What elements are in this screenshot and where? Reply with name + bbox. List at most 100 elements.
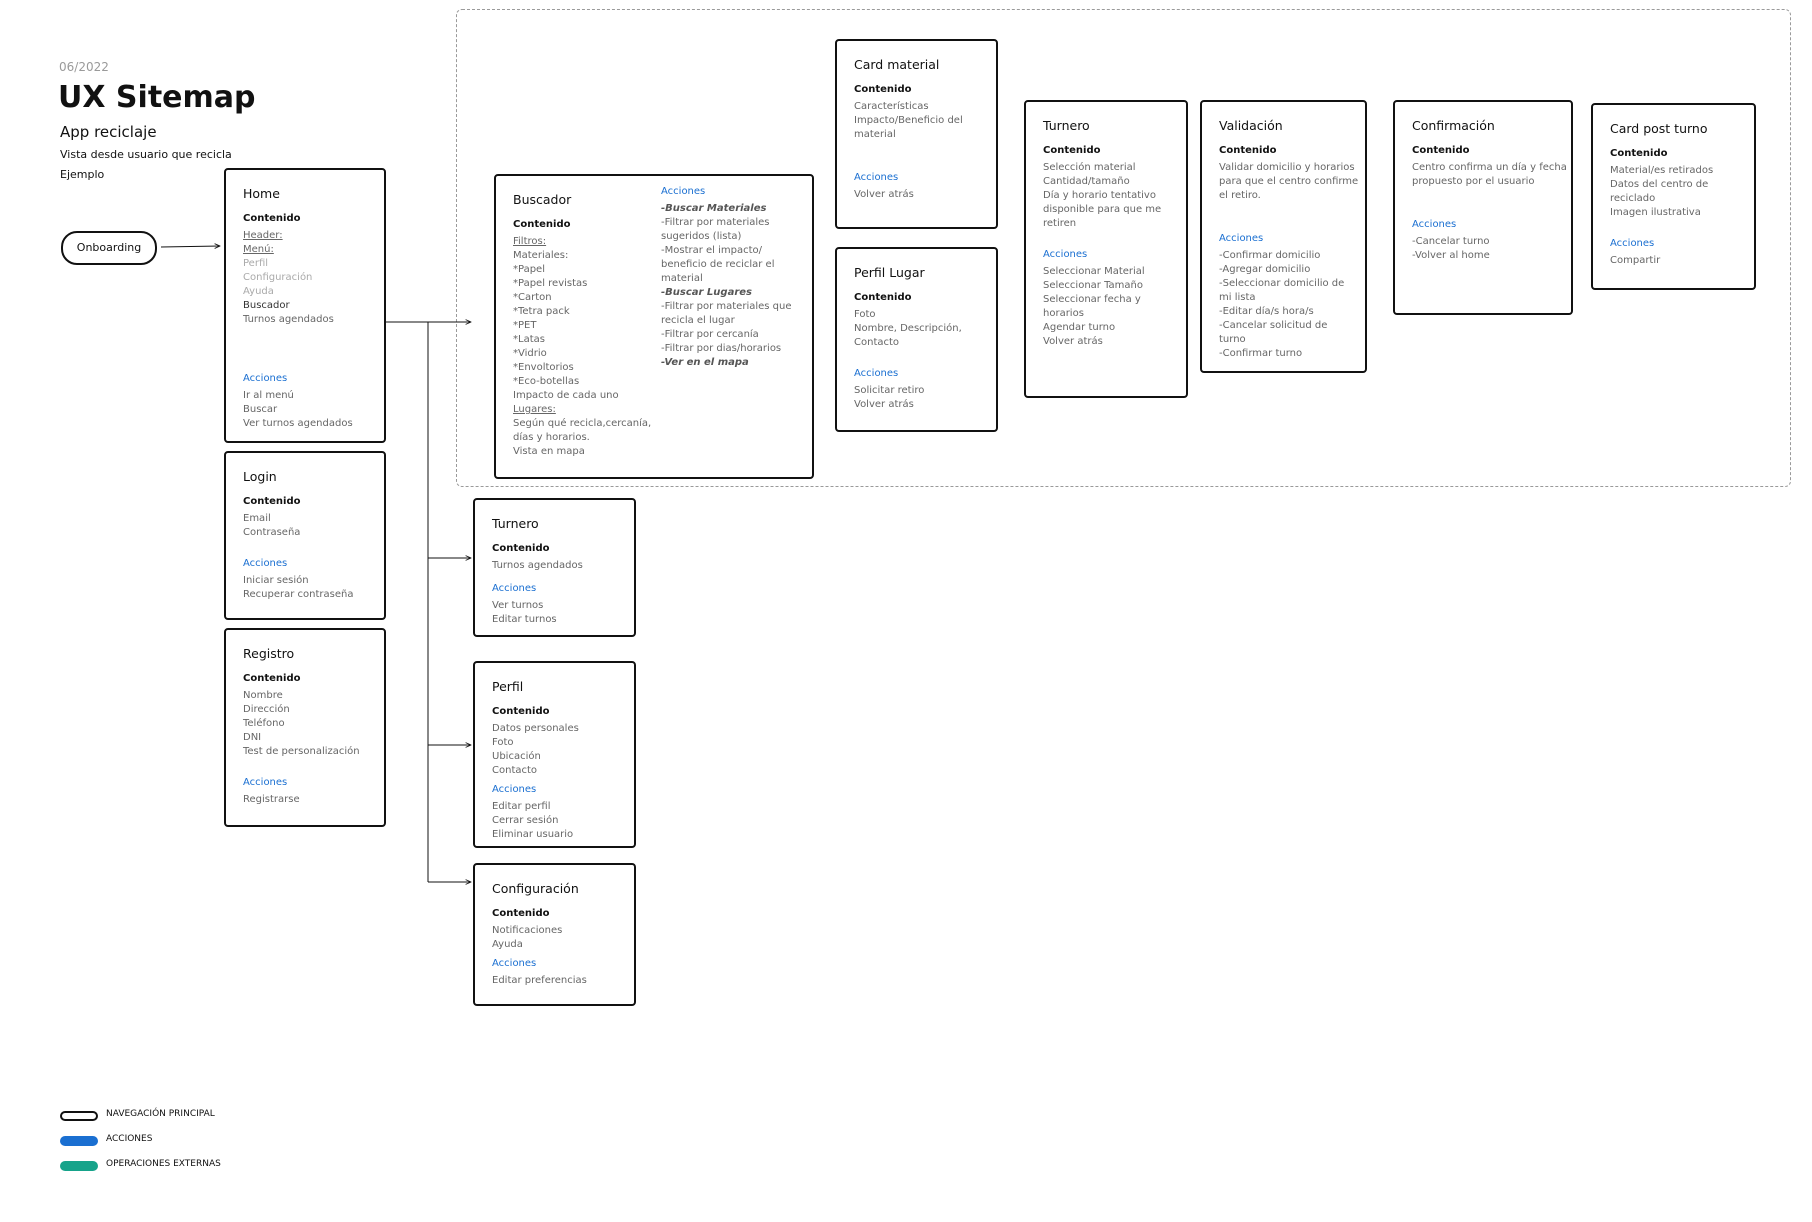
action-item: -Volver al home: [1412, 250, 1490, 261]
card-title: Turnero: [492, 516, 539, 531]
content-item: Turnos agendados: [492, 560, 583, 571]
action-item: -Filtrar por dias/horarios: [661, 343, 782, 354]
content-item: Cantidad/tamaño: [1043, 176, 1130, 187]
action-item: Editar preferencias: [492, 975, 587, 986]
action-item: -Cancelar solicitud de: [1219, 320, 1328, 331]
action-item: -Confirmar turno: [1219, 348, 1303, 359]
actions-list: Ver turnos Editar turnos: [492, 599, 618, 627]
content-list: Centro confirma un día y fecha propuesto…: [1412, 161, 1567, 189]
action-item: Buscar: [243, 404, 278, 415]
legend-swatch: [60, 1161, 98, 1171]
actions-heading: Acciones: [1610, 238, 1655, 249]
content-item: Datos personales: [492, 723, 579, 734]
page-title: UX Sitemap: [58, 80, 256, 115]
content-heading: Contenido: [492, 908, 550, 919]
content-heading: Contenido: [1219, 145, 1277, 156]
action-item: Ir al menú: [243, 390, 294, 401]
action-item: Registrarse: [243, 794, 300, 805]
content-item: Configuración: [243, 272, 313, 283]
content-heading: Contenido: [1412, 145, 1470, 156]
card-login: Login Contenido Email Contraseña Accione…: [224, 451, 386, 620]
content-item: propuesto por el usuario: [1412, 176, 1535, 187]
action-item: Ver turnos: [492, 600, 544, 611]
content-item: Materiales:: [513, 250, 569, 261]
actions-heading: Acciones: [492, 784, 537, 795]
card-turnero: Turnero Contenido Turnos agendados Accio…: [473, 498, 636, 637]
content-item: Email: [243, 513, 271, 524]
actions-heading: Acciones: [243, 558, 288, 569]
content-heading: Contenido: [243, 673, 301, 684]
actions-list: Ir al menú Buscar Ver turnos agendados: [243, 389, 368, 431]
actions-heading: Acciones: [1412, 219, 1457, 230]
content-list: Notificaciones Ayuda: [492, 924, 618, 952]
content-item: Test de personalización: [243, 746, 360, 757]
connector-onboarding-home: [160, 246, 220, 247]
card-configuracion: Configuración Contenido Notificaciones A…: [473, 863, 636, 1006]
actions-heading: Acciones: [492, 958, 537, 969]
action-item: Seleccionar fecha y: [1043, 294, 1141, 305]
card-title: Registro: [243, 646, 295, 661]
note-example: Ejemplo: [60, 168, 105, 181]
action-item: Seleccionar Material: [1043, 266, 1145, 277]
content-item: *Latas: [513, 334, 545, 345]
actions-list: Registrarse: [243, 793, 368, 807]
content-list: Características Impacto/Beneficio del ma…: [854, 100, 980, 142]
action-item: mi lista: [1219, 292, 1256, 303]
content-list: Filtros: Materiales: *Papel *Papel revis…: [513, 235, 653, 459]
content-item: Notificaciones: [492, 925, 563, 936]
content-heading: Contenido: [243, 496, 301, 507]
action-item: -Seleccionar domicilio de: [1219, 278, 1345, 289]
content-item: Header:: [243, 230, 283, 241]
action-item: -Agregar domicilio: [1219, 264, 1311, 275]
content-list: Material/es retirados Datos del centro d…: [1610, 164, 1738, 220]
content-list: Turnos agendados: [492, 559, 618, 573]
actions-heading: Acciones: [243, 373, 288, 384]
content-heading: Contenido: [513, 219, 571, 230]
content-item: Imagen ilustrativa: [1610, 207, 1701, 218]
content-item: Perfil: [243, 258, 269, 269]
content-item: Contacto: [492, 765, 538, 776]
card-title: Turnero: [1043, 118, 1090, 133]
actions-list: Editar perfil Cerrar sesión Eliminar usu…: [492, 800, 618, 842]
actions-heading: Acciones: [492, 583, 537, 594]
action-item: Editar perfil: [492, 801, 551, 812]
action-item: -Buscar Materiales: [661, 203, 767, 214]
content-item: Dirección: [243, 704, 290, 715]
actions-heading: Acciones: [854, 172, 899, 183]
content-item: días y horarios.: [513, 432, 590, 443]
card-title: Confirmación: [1412, 118, 1495, 133]
content-heading: Contenido: [854, 84, 912, 95]
content-item: Lugares:: [513, 404, 556, 415]
action-item: turno: [1219, 334, 1246, 345]
content-list: Validar domicilio y horarios para que el…: [1219, 161, 1359, 203]
action-item: Editar turnos: [492, 614, 557, 625]
card-title: Card post turno: [1610, 121, 1708, 136]
action-item: -Ver en el mapa: [661, 357, 749, 368]
content-item: el retiro.: [1219, 190, 1261, 201]
action-item: -Editar día/s hora/s: [1219, 306, 1314, 317]
card-perfil: Perfil Contenido Datos personales Foto U…: [473, 661, 636, 848]
actions-heading: Acciones: [854, 368, 899, 379]
actions-list: Seleccionar Material Seleccionar Tamaño …: [1043, 265, 1170, 349]
card-material: Card material Contenido Características …: [835, 39, 998, 229]
action-item: Volver atrás: [854, 189, 914, 200]
content-item: material: [854, 129, 896, 140]
content-item: *Papel: [513, 264, 545, 275]
action-item: -Filtrar por materiales que: [661, 301, 792, 312]
content-item: Teléfono: [243, 718, 285, 729]
card-post-turno: Card post turno Contenido Material/es re…: [1591, 103, 1756, 290]
page-subtitle: App reciclaje: [60, 123, 157, 141]
action-item: Volver atrás: [1043, 336, 1103, 347]
content-item: para que el centro confirme: [1219, 176, 1359, 187]
content-item: Vista en mapa: [513, 446, 585, 457]
content-list: Datos personales Foto Ubicación Contacto: [492, 722, 618, 778]
card-title: Buscador: [513, 192, 572, 207]
content-item: disponible para que me: [1043, 204, 1162, 215]
content-heading: Contenido: [1610, 148, 1668, 159]
content-item: DNI: [243, 732, 262, 743]
card-title: Perfil Lugar: [854, 265, 925, 280]
actions-list: -Cancelar turno -Volver al home: [1412, 235, 1555, 263]
actions-list: Solicitar retiro Volver atrás: [854, 384, 980, 412]
content-list: Selección material Cantidad/tamaño Día y…: [1043, 161, 1170, 231]
